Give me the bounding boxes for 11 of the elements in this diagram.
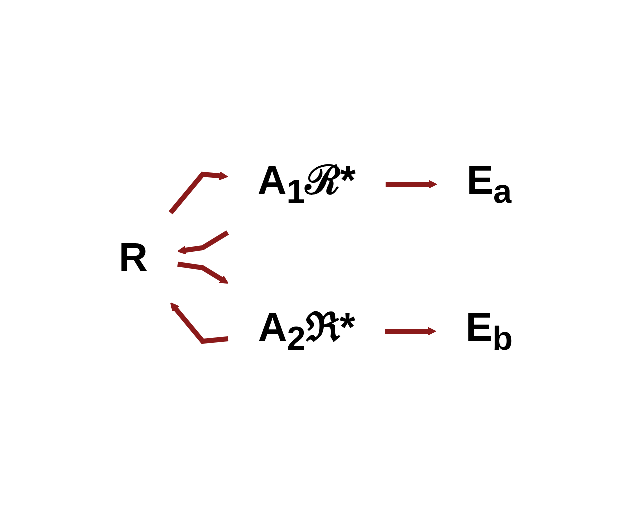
arrow — [177, 230, 229, 255]
node-text: E$_{a}$ — [466, 159, 512, 212]
arrow — [177, 262, 228, 284]
arrow — [385, 180, 437, 189]
node-text: E$_{b}$ — [465, 306, 512, 358]
node-text: A$_{2}$ℜ* — [258, 306, 355, 358]
node-text: R — [118, 236, 148, 280]
arrow — [384, 327, 436, 336]
arrow — [168, 172, 228, 215]
node-text: A$_{1}$ℛ* — [257, 159, 356, 212]
arrow — [170, 302, 228, 344]
